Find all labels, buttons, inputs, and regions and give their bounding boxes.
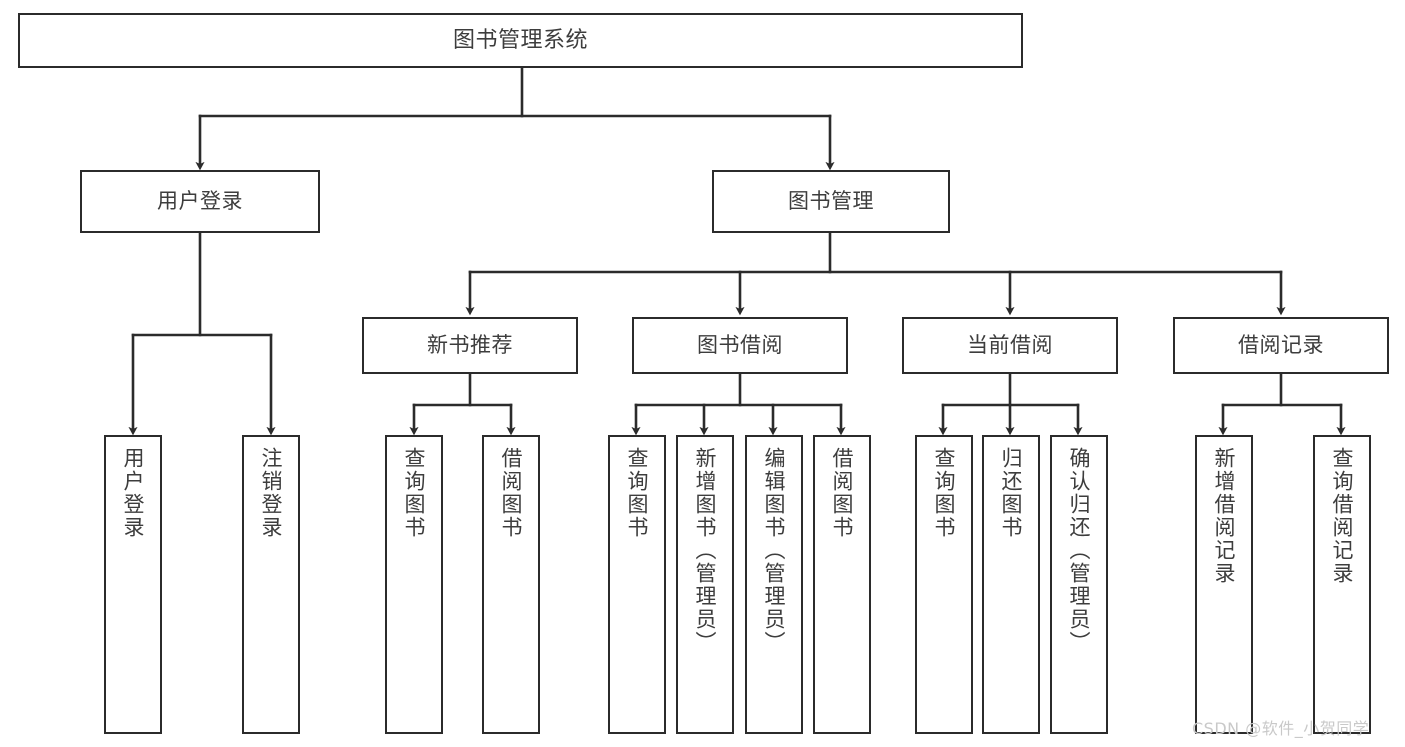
node-label: 查询图书 (932, 447, 957, 539)
node-leaf-query-borrow-record[interactable]: 查询借阅记录 (1313, 435, 1371, 734)
node-label: 图书管理 (788, 189, 874, 214)
node-leaf-borrow-books-recommend[interactable]: 借阅图书 (482, 435, 540, 734)
node-leaf-query-books-borrow[interactable]: 查询图书 (608, 435, 666, 734)
node-label: 新书推荐 (427, 333, 513, 358)
edges-current-borrow-to-leaves (938, 372, 1083, 436)
node-leaf-borrow-books-borrow[interactable]: 借阅图书 (813, 435, 871, 734)
node-label: 新增借阅记录 (1212, 447, 1237, 585)
node-leaf-user-login[interactable]: 用户登录 (104, 435, 162, 734)
node-label: 用户登录 (157, 189, 243, 214)
node-current-borrow[interactable]: 当前借阅 (902, 317, 1118, 374)
edges-book-borrow-to-leaves (631, 372, 846, 436)
node-leaf-return-book[interactable]: 归还图书 (982, 435, 1040, 734)
node-leaf-query-books-current[interactable]: 查询图书 (915, 435, 973, 734)
node-root-library-management-system[interactable]: 图书管理系统 (18, 13, 1023, 68)
node-book-management[interactable]: 图书管理 (712, 170, 950, 233)
node-label: 借阅图书 (830, 447, 855, 539)
node-leaf-add-book-admin[interactable]: 新增图书（管理员） (676, 435, 734, 734)
node-new-book-recommend[interactable]: 新书推荐 (362, 317, 578, 374)
edges-new-book-recommend-to-leaves (409, 372, 516, 436)
edges-root-to-level2 (195, 66, 835, 171)
node-label: 查询图书 (402, 447, 427, 539)
node-borrow-record[interactable]: 借阅记录 (1173, 317, 1389, 374)
node-leaf-logout-login[interactable]: 注销登录 (242, 435, 300, 734)
node-label: 编辑图书（管理员） (762, 447, 787, 654)
node-label: 当前借阅 (967, 333, 1053, 358)
node-user-login[interactable]: 用户登录 (80, 170, 320, 233)
node-leaf-edit-book-admin[interactable]: 编辑图书（管理员） (745, 435, 803, 734)
node-label: 图书管理系统 (452, 27, 588, 53)
node-leaf-confirm-return-admin[interactable]: 确认归还（管理员） (1050, 435, 1108, 734)
edges-book-management-to-level3 (465, 231, 1286, 316)
node-label: 新增图书（管理员） (693, 447, 718, 654)
node-label: 查询图书 (625, 447, 650, 539)
node-label: 确认归还（管理员） (1067, 447, 1092, 654)
node-label: 注销登录 (259, 447, 284, 539)
node-book-borrow[interactable]: 图书借阅 (632, 317, 848, 374)
node-leaf-query-books-recommend[interactable]: 查询图书 (385, 435, 443, 734)
edges-user-login-to-leaves (128, 231, 276, 436)
csdn-watermark: CSDN @软件_小贺同学 (1192, 719, 1370, 738)
node-label: 用户登录 (121, 447, 146, 539)
node-label: 查询借阅记录 (1330, 447, 1355, 585)
node-label: 图书借阅 (697, 333, 783, 358)
edges-borrow-record-to-leaves (1218, 372, 1346, 436)
node-label: 借阅记录 (1238, 333, 1324, 358)
node-leaf-add-borrow-record[interactable]: 新增借阅记录 (1195, 435, 1253, 734)
node-label: 归还图书 (999, 447, 1024, 539)
node-label: 借阅图书 (499, 447, 524, 539)
